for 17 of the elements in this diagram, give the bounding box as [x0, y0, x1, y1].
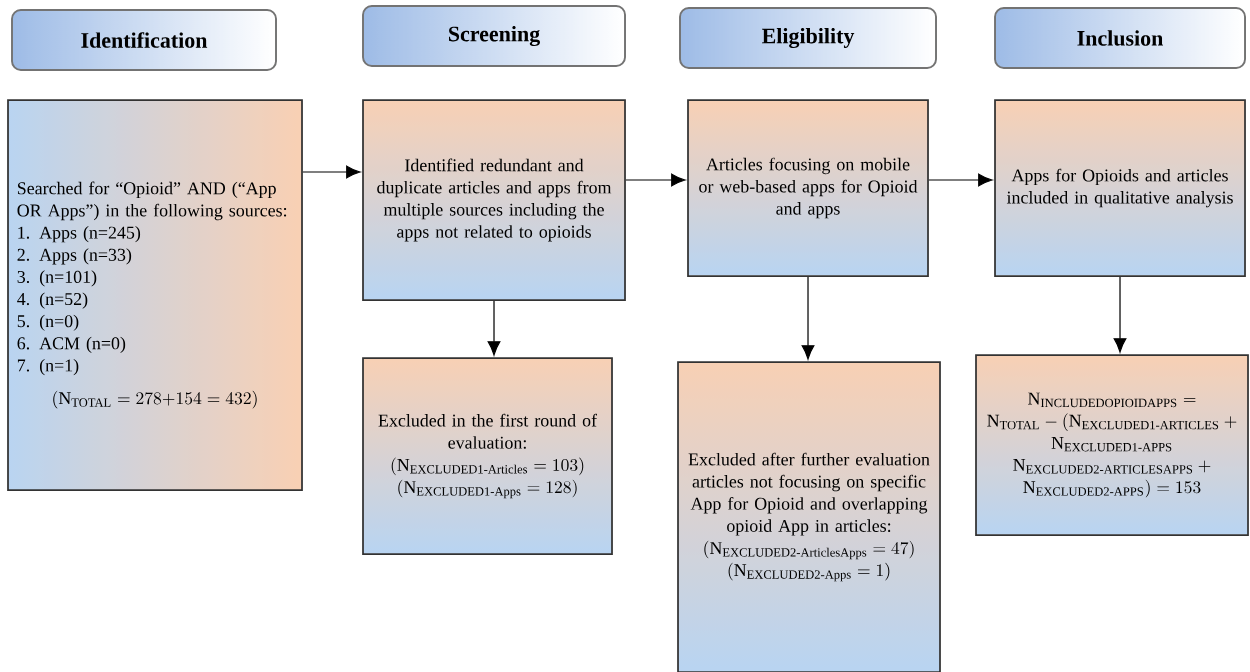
arrow — [1113, 276, 1127, 353]
arrow — [625, 173, 686, 187]
result-box: $\mathrm{N}_{\text{INCLUDEDOPIOIDAPPS}} = \allowbreak \mathrm{N}_{\text{TOTAL}} - (\mathrm{N}_{\text{EXCLUDED1-ARTICLES}} + \allowbreak \mathrm{N}_{\text{EXCLUDED1-APPS}} \allowbreak\; \mathrm{N}_{\text{EXCLUDED2-ARTICLESAPPS}} + \allowbreak \mathrm{N}_{\text{EXCLUDED2-APPS}}) = 153$ — [975, 354, 1249, 536]
process-box: Identified redundant and duplicate articles and apps from multiple sources including the apps not related to opioids — [362, 99, 626, 301]
arrow — [801, 276, 815, 360]
arrow — [928, 173, 993, 187]
arrow — [302, 165, 361, 179]
process-box: Apps for Opioids and articles included in qualitative analysis — [994, 99, 1246, 277]
exclusion-box: Excluded in the first round of evaluation: $(\mathrm{N}_{\text{EXCLUDED1-Articles}} = 103)$ $(\mathrm{N}_{\text{EXCLUDED1-Apps}} = 128)$ — [362, 357, 613, 555]
stage-header: Identification — [11, 9, 277, 71]
search-box: Searched for “Opioid” AND (“App OR Apps”) in the following sources: 1. Apps (n=245) 2. Apps (n=33) 3. (n=101) 4. (n=52) 5. (n=0) 6. ACM (n=0) 7. (n=1) $(\mathrm{N}_{\text{TOTAL}} = 278{+}154 = 432)$ — [7, 99, 303, 491]
arrow — [487, 300, 501, 356]
stage-header: Screening — [362, 5, 626, 67]
exclusion-box: Excluded after further evaluation articles not focusing on specific App for Opioid and overlapping opioid App in articles: $(\mathrm{N}_{\text{EXCLUDED2-ArticlesApps}} = \allowbreak 47)$ $(\mathrm{N}_{\text{EXCLUDED2-Apps}} = 1)$ — [677, 361, 941, 672]
stage-header: Inclusion — [994, 7, 1246, 69]
process-box: Articles focusing on mobile or web-based apps for Opioid and apps — [687, 99, 929, 277]
stage-header: Eligibility — [679, 7, 937, 69]
